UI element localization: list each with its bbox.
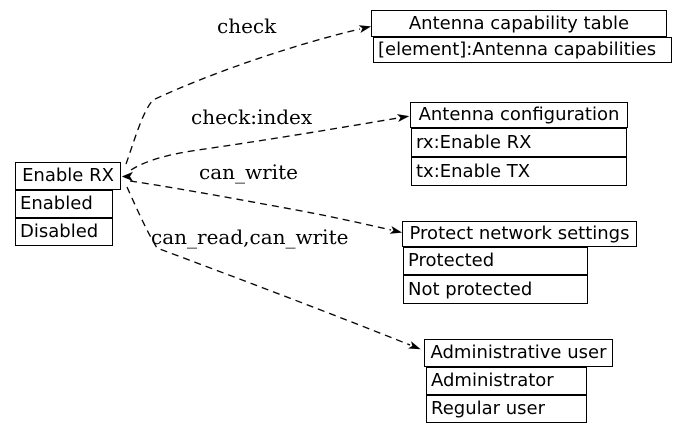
node-enable-rx-row-disabled: Disabled — [15, 218, 113, 246]
edge-check — [125, 25, 372, 165]
node-antenna-configuration-row-rx: rx:Enable RX — [411, 128, 627, 157]
node-antenna-configuration-title: Antenna configuration — [410, 102, 628, 128]
node-antenna-capability-table-title: Antenna capability table — [371, 10, 667, 37]
node-administrative-user-row-administrator: Administrator — [426, 367, 587, 395]
enable-rx-arrowhead — [121, 171, 133, 182]
edge-can-read-can-write — [126, 186, 421, 350]
node-enable-rx-title: Enable RX — [15, 162, 121, 190]
edge-label-can-read-can-write: can_read,can_write — [151, 225, 349, 249]
edge-label-can-write: can_write — [199, 160, 298, 184]
node-administrative-user-row-regular-user: Regular user — [426, 395, 587, 423]
node-protect-network-settings-title: Protect network settings — [402, 221, 637, 247]
node-enable-rx-row-enabled: Enabled — [15, 190, 113, 218]
node-antenna-capability-table-row-element: [element]:Antenna capabilities — [373, 37, 672, 63]
edge-can-write — [129, 180, 403, 234]
node-antenna-configuration-row-tx: tx:Enable TX — [411, 157, 627, 186]
edge-label-check: check — [217, 14, 277, 38]
edge-check-index — [130, 114, 410, 171]
node-administrative-user-title: Administrative user — [424, 339, 613, 367]
edge-label-check-index: check:index — [191, 105, 313, 129]
node-protect-network-settings-row-protected: Protected — [403, 247, 588, 275]
node-protect-network-settings-row-not-protected: Not protected — [403, 275, 588, 304]
